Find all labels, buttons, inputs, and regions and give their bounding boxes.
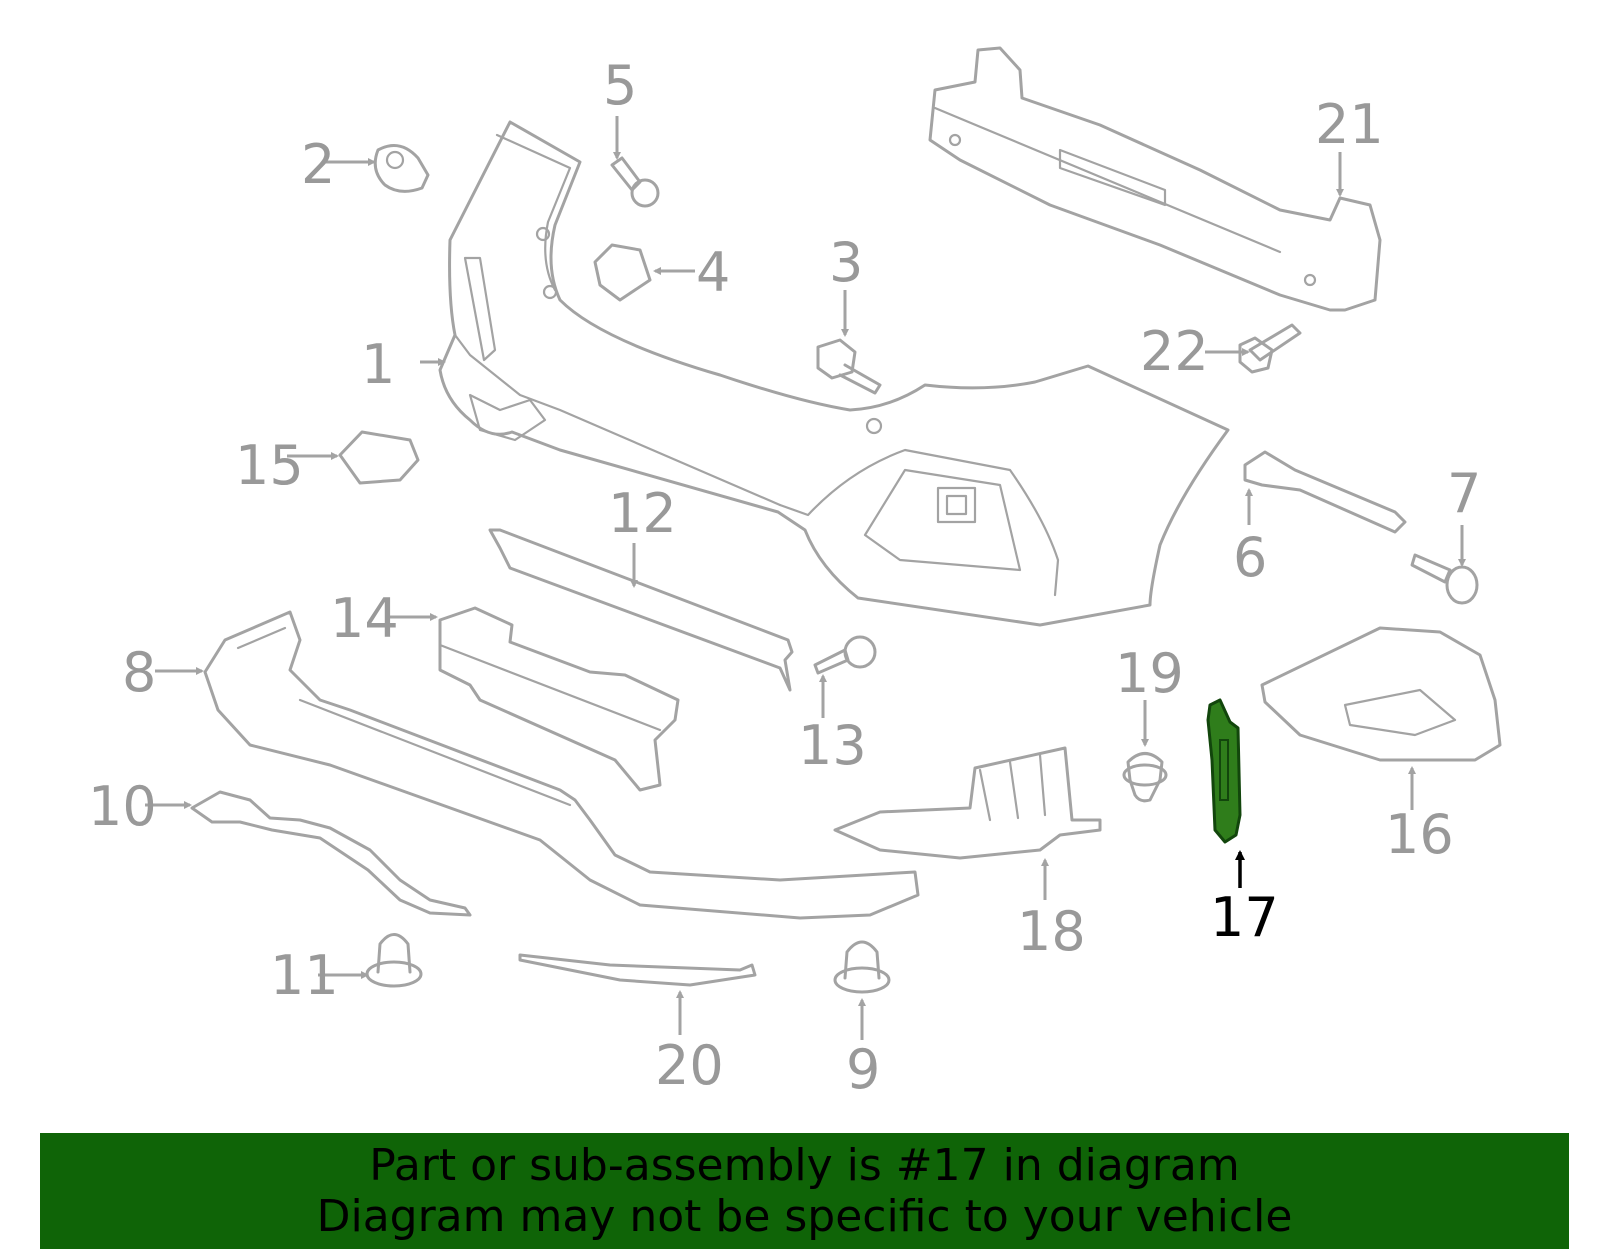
part-19-clip: [1122, 752, 1168, 803]
label-1: 1: [361, 333, 395, 396]
part-18-under-cover: [833, 746, 1102, 860]
info-banner: Part or sub-assembly is #17 in diagram D…: [40, 1133, 1569, 1249]
label-4: 4: [696, 241, 730, 304]
part-17-garnish-highlighted: [1206, 698, 1242, 844]
part-6-bracket: [1243, 450, 1407, 534]
label-8: 8: [122, 641, 156, 704]
part-16-grille: [1260, 626, 1502, 762]
leader-arrows: [145, 116, 1466, 1040]
banner-line-2: Diagram may not be specific to your vehi…: [316, 1191, 1293, 1242]
part-13-screw: [813, 635, 877, 675]
part-11-clip: [365, 933, 423, 988]
label-14: 14: [330, 587, 399, 650]
part-2-clip: [373, 144, 430, 193]
part-21-beam: [928, 46, 1382, 312]
part-14-absorber: [438, 606, 680, 792]
part-20-moulding: [518, 953, 757, 987]
part-8-lower-valance: [203, 610, 920, 920]
part-10-reinforcement: [190, 790, 472, 917]
part-5-screw: [610, 156, 660, 208]
label-2: 2: [301, 133, 335, 196]
part-12-strip: [488, 528, 794, 692]
label-21: 21: [1315, 93, 1384, 156]
label-17-highlighted: 17: [1210, 886, 1279, 949]
part-4-bracket: [593, 243, 652, 302]
label-10: 10: [88, 775, 157, 838]
label-22: 22: [1140, 320, 1209, 383]
label-9: 9: [846, 1038, 880, 1101]
label-20: 20: [655, 1034, 724, 1097]
part-3-bolt: [816, 338, 882, 395]
label-12: 12: [608, 482, 677, 545]
label-5: 5: [603, 54, 637, 117]
part-7-screw: [1410, 553, 1479, 605]
label-11: 11: [270, 944, 339, 1007]
part-9-clip: [833, 940, 891, 994]
label-16: 16: [1385, 803, 1454, 866]
label-18: 18: [1017, 900, 1086, 963]
part-1-bumper-cover: [438, 120, 1230, 627]
label-15: 15: [235, 434, 304, 497]
part-15-clip: [338, 430, 420, 485]
label-7: 7: [1447, 462, 1481, 525]
label-6: 6: [1233, 526, 1267, 589]
label-13: 13: [798, 714, 867, 777]
label-3: 3: [829, 231, 863, 294]
banner-line-1: Part or sub-assembly is #17 in diagram: [369, 1140, 1240, 1191]
part-22-bolt: [1238, 323, 1302, 374]
label-19: 19: [1115, 642, 1184, 705]
